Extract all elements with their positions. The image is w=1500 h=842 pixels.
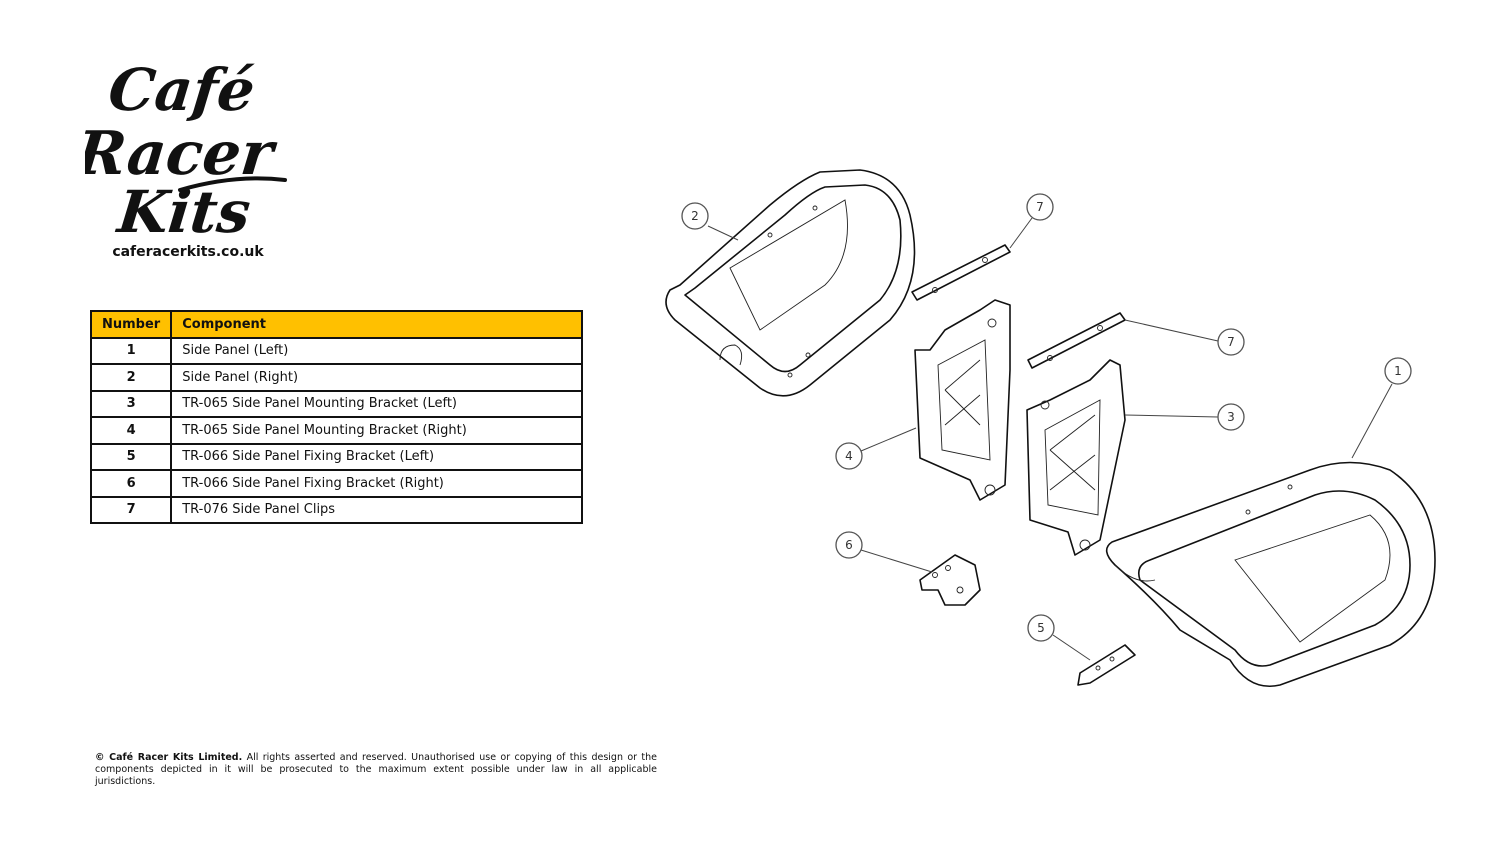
callout-1: 1 [1351,357,1412,459]
mounting-bracket-right-drawing [914,299,1011,501]
side-panel-left-drawing [1105,461,1436,687]
row-component: Side Panel (Left) [170,336,583,365]
exploded-parts-diagram: 2 7 7 1 4 3 6 5 [665,169,1436,687]
row-number: 3 [89,389,173,418]
website-url: caferacerkits.co.uk [112,244,264,260]
svg-text:2: 2 [691,209,699,223]
copyright-notice: © Café Racer Kits Limited. All rights as… [95,752,657,788]
callout-6: 6 [835,531,933,573]
row-component: TR-065 Side Panel Mounting Bracket (Righ… [170,416,583,445]
svg-text:4: 4 [845,449,853,463]
header-number: Number [89,310,173,339]
svg-text:5: 5 [1037,621,1045,635]
copyright-holder: © Café Racer Kits Limited. [95,752,243,763]
row-number: 4 [89,416,173,445]
callout-4: 4 [835,427,917,470]
side-panel-right-drawing [665,169,916,397]
side-panel-clip-drawing [911,244,1126,369]
cafe-racer-kits-logo: Café Racer Kits [85,55,287,242]
fixing-bracket-right-drawing [919,554,981,606]
svg-text:Kits: Kits [113,177,254,242]
callout-7-lower: 7 [1124,319,1245,356]
row-component: TR-066 Side Panel Fixing Bracket (Right) [170,469,583,498]
svg-text:Café: Café [105,55,258,124]
callout-3: 3 [1124,403,1245,431]
row-component: Side Panel (Right) [170,363,583,392]
svg-text:1: 1 [1394,364,1402,378]
svg-text:7: 7 [1036,200,1044,214]
row-number: 2 [89,363,173,392]
row-number: 7 [89,495,173,524]
table-header-row: Number Component [89,310,583,339]
svg-text:6: 6 [845,538,853,552]
row-number: 6 [89,469,173,498]
svg-text:7: 7 [1227,335,1235,349]
row-component: TR-066 Side Panel Fixing Bracket (Left) [170,442,583,471]
row-number: 5 [89,442,173,471]
row-number: 1 [89,336,173,365]
fixing-bracket-left-drawing [1077,644,1136,686]
row-component: TR-076 Side Panel Clips [170,495,583,524]
callout-7-upper: 7 [1009,193,1054,249]
callout-5: 5 [1027,614,1091,661]
row-component: TR-065 Side Panel Mounting Bracket (Left… [170,389,583,418]
svg-text:3: 3 [1227,410,1235,424]
mounting-bracket-left-drawing [1026,359,1126,556]
copyright-text: All rights asserted and reserved. Unauth… [95,752,657,787]
callout-2: 2 [681,202,739,241]
header-component: Component [170,310,583,339]
